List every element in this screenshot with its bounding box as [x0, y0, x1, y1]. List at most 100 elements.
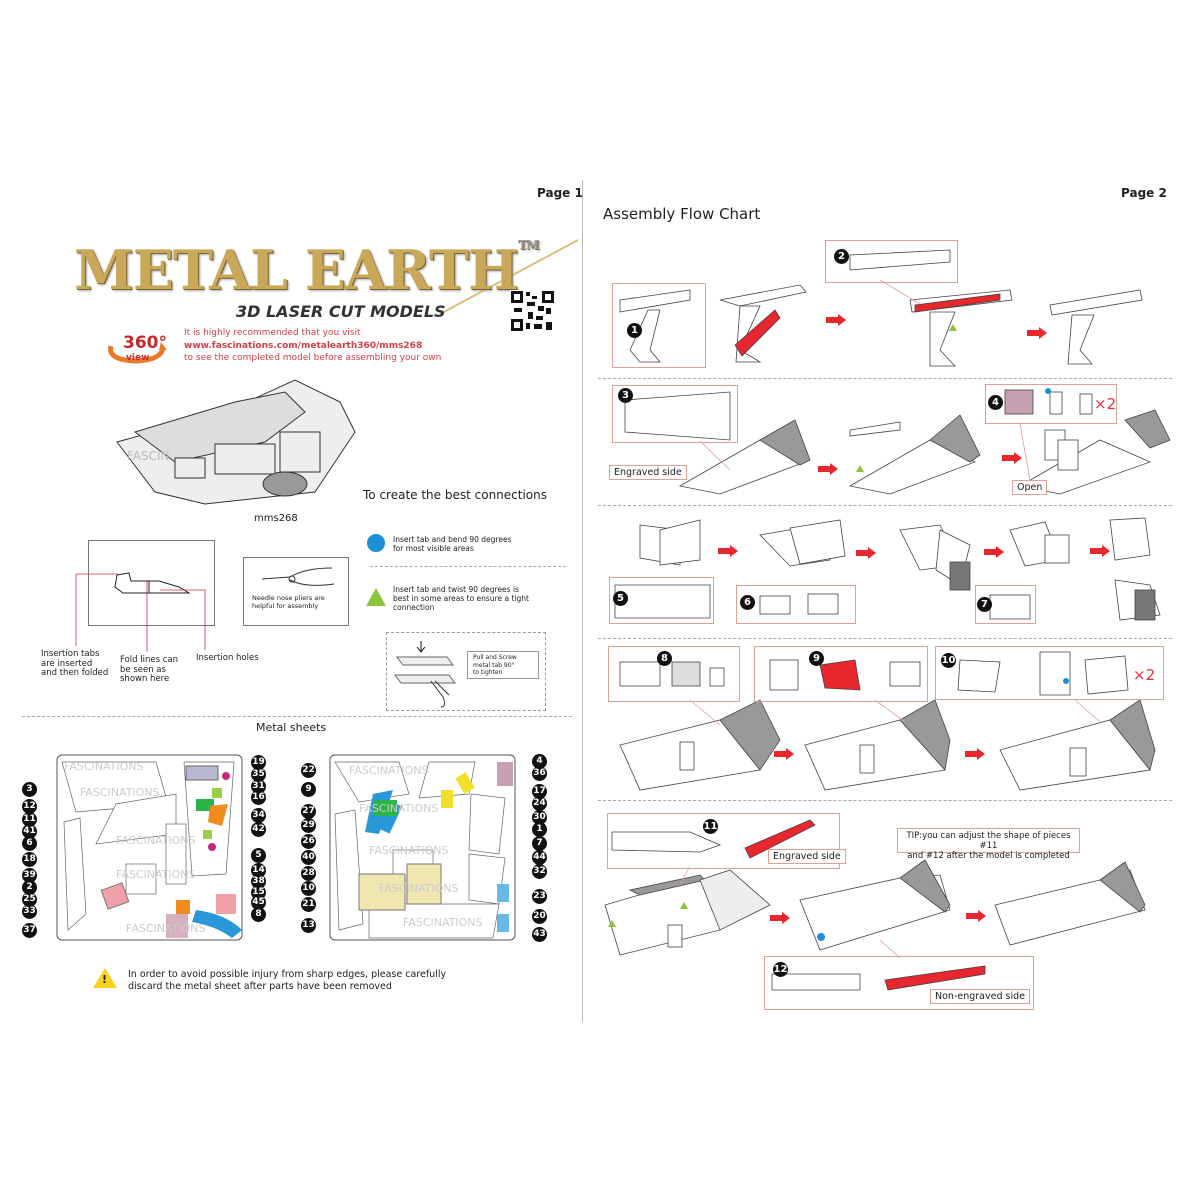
- part-number-badge: 24: [532, 796, 547, 811]
- svg-text:FASCINATIONS: FASCINATIONS: [116, 868, 195, 881]
- pliers-note-2: helpful for assembly: [252, 602, 319, 610]
- red-arrow-icon: [718, 545, 738, 557]
- red-arrow-icon: [818, 463, 838, 475]
- gold-swoosh: [440, 239, 579, 315]
- svg-text:FASCINATIONS: FASCINATIONS: [80, 786, 159, 799]
- svg-text:360°: 360°: [123, 333, 167, 353]
- svg-text:FASCINATIONS: FASCINATIONS: [116, 834, 195, 847]
- part-number-badge: 29: [301, 818, 316, 833]
- visit-note: It is highly recommended that you visit …: [184, 327, 441, 365]
- divider: [370, 566, 566, 567]
- diagram-leader-lines: [75, 573, 206, 652]
- red-arrow-icon: [856, 547, 876, 559]
- metal-sheet-1: FASCINATIONSFASCINATIONSFASCINATIONSFASC…: [56, 754, 243, 941]
- green-triangle-icon: [366, 588, 386, 606]
- open-label: Open: [1012, 480, 1048, 495]
- step-8-callout: 8: [608, 646, 740, 702]
- step-number: 6: [740, 595, 755, 610]
- step-6-callout: 6: [736, 585, 856, 624]
- qr-code[interactable]: [510, 290, 555, 332]
- step-7-callout: 7: [975, 585, 1036, 624]
- step-number: 12: [773, 962, 788, 977]
- svg-text:view: view: [126, 353, 149, 363]
- divider: [598, 638, 1172, 639]
- svg-text:FASCINATIONS: FASCINATIONS: [403, 916, 482, 929]
- part-number-badge: 35: [251, 767, 266, 782]
- quantity-x2: ×2: [1133, 666, 1156, 684]
- part-number-badge: 8: [251, 907, 266, 922]
- page-divider: [582, 180, 583, 1022]
- step-9-callout: 9: [754, 646, 928, 702]
- visit-line-1: It is highly recommended that you visit: [184, 328, 361, 338]
- step-number: 8: [657, 651, 672, 666]
- quantity-x2: ×2: [1094, 395, 1117, 413]
- part-number-badge: 42: [251, 822, 266, 837]
- part-number-badge: 21: [301, 897, 316, 912]
- metal-sheet-2: FASCINATIONSFASCINATIONSFASCINATIONSFASC…: [329, 754, 516, 941]
- step-number: 10: [941, 653, 956, 668]
- part-number-badge: 20: [532, 909, 547, 924]
- part-number-badge: 22: [301, 763, 316, 778]
- svg-text:FASCIN: FASCIN: [127, 449, 170, 463]
- step-number: 11: [703, 819, 718, 834]
- part-number-badge: 39: [22, 868, 37, 883]
- part-number-badge: 12: [22, 799, 37, 814]
- visit-url-link[interactable]: www.fascinations.com/metalearth360/mms26…: [184, 340, 423, 351]
- engraved-side-label: Engraved side: [609, 465, 687, 480]
- part-number-badge: 28: [301, 866, 316, 881]
- tip-box: TIP:you can adjust the shape of pieces #…: [897, 828, 1080, 861]
- part-number-badge: 41: [22, 824, 37, 839]
- trademark: TM: [518, 238, 539, 252]
- brand-subtitle: 3D LASER CUT MODELS: [236, 302, 446, 321]
- pliers-icon: [261, 567, 335, 586]
- step-5-callout: 5: [609, 577, 714, 624]
- metal-sheets-title: Metal sheets: [256, 721, 327, 734]
- part-number-badge: 2: [22, 880, 37, 895]
- step-1-callout: 1: [612, 283, 706, 368]
- part-number-badge: 6: [22, 836, 37, 851]
- non-engraved-side-label: Non-engraved side: [930, 989, 1030, 1004]
- part-number-badge: 44: [532, 850, 547, 865]
- pliers-note-1: Needle nose pliers are: [252, 594, 325, 602]
- step-number: 3: [618, 388, 633, 403]
- part-number-badge: 7: [532, 836, 547, 851]
- part-number-badge: 18: [22, 852, 37, 867]
- red-arrow-icon: [770, 912, 790, 924]
- part-number-badge: 32: [532, 864, 547, 879]
- part-number-badge: 9: [301, 782, 316, 797]
- svg-text:FASCINATIONS: FASCINATIONS: [349, 764, 428, 777]
- step-number: 7: [977, 597, 992, 612]
- red-arrow-icon: [1002, 452, 1022, 464]
- part-number-badge: 40: [301, 850, 316, 865]
- page-title: Assembly Flow Chart: [603, 205, 761, 223]
- part-number-badge: 33: [22, 904, 37, 919]
- page-number: Page 2: [1121, 186, 1167, 200]
- part-number-badge: 37: [22, 923, 37, 938]
- step-3-callout: 3: [612, 385, 738, 443]
- part-number-badge: 1: [532, 822, 547, 837]
- part-number-badge: 19: [251, 755, 266, 770]
- label-insertion-holes: Insertion holes: [196, 653, 259, 663]
- part-number-badge: 34: [251, 808, 266, 823]
- red-arrow-icon: [965, 748, 985, 760]
- logo-text: METAL EARTH: [74, 238, 519, 302]
- divider: [598, 800, 1172, 801]
- step-number: 4: [988, 395, 1003, 410]
- warning-text: In order to avoid possible injury from s…: [128, 969, 447, 992]
- step-number: 1: [627, 323, 642, 338]
- step-10-callout: 10 ×2: [935, 646, 1164, 700]
- part-number-badge: 26: [301, 834, 316, 849]
- step-number: 9: [809, 651, 824, 666]
- connections-title: To create the best connections: [363, 488, 548, 502]
- part-number-badge: 3: [22, 782, 37, 797]
- part-number-badge: 11: [22, 812, 37, 827]
- 360-view-icon[interactable]: 360°view: [103, 326, 169, 364]
- red-arrow-icon: [966, 910, 986, 922]
- warning-icon: [93, 968, 117, 988]
- engraved-side-label: Engraved side: [768, 849, 846, 864]
- part-number-badge: 45: [251, 895, 266, 910]
